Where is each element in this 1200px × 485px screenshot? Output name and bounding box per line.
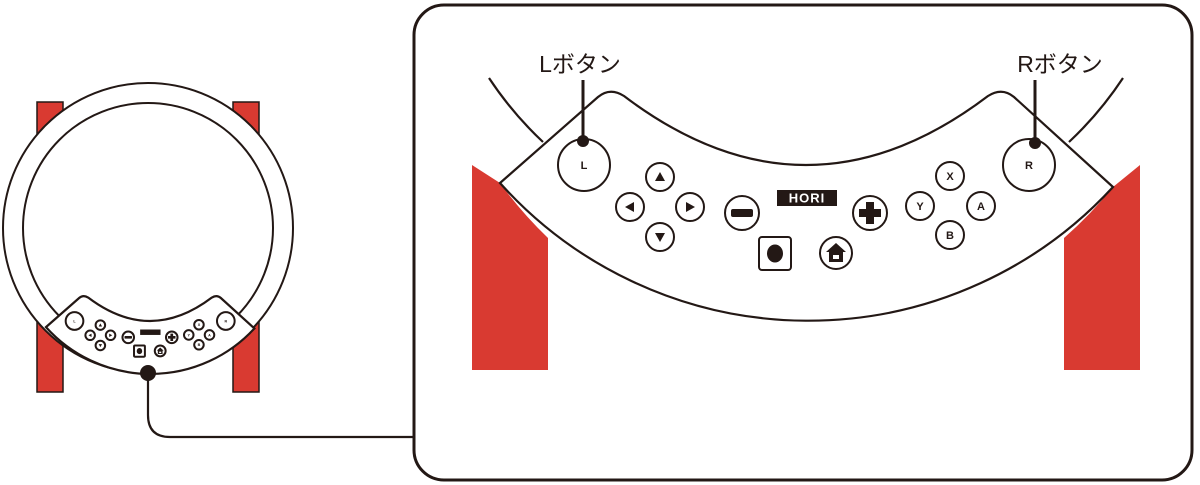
r-button-callout: Rボタン bbox=[1017, 51, 1103, 77]
l-button-callout: Lボタン bbox=[539, 51, 621, 77]
left-leg-magnified bbox=[472, 165, 548, 370]
l-callout-dot bbox=[577, 135, 589, 147]
right-leg-magnified bbox=[1064, 165, 1140, 370]
callout-dot bbox=[140, 365, 156, 381]
magnified-view: HORI Lボタン Rボタン bbox=[412, 3, 1194, 482]
callout-cable bbox=[146, 372, 414, 439]
drum-overview bbox=[2, 82, 414, 439]
rim-arc-left bbox=[488, 77, 544, 143]
r-callout-dot bbox=[1029, 137, 1041, 149]
hori-logo-text: HORI bbox=[789, 191, 826, 206]
rim-arc-right bbox=[1068, 77, 1124, 143]
